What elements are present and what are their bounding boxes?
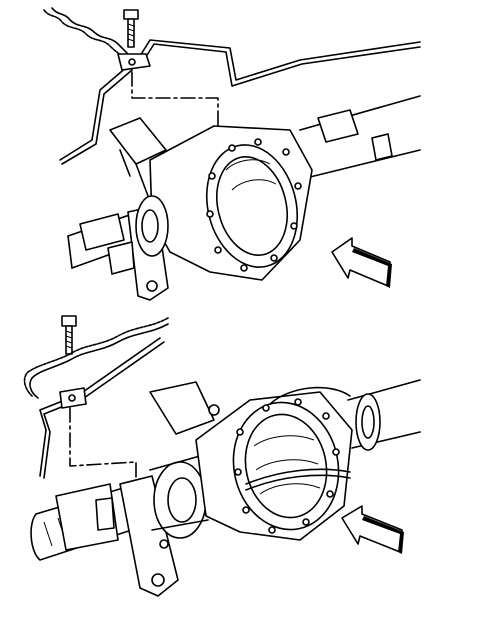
pinion-yoke-lower — [149, 455, 209, 539]
bolt-icon — [61, 315, 77, 355]
harness-clip-upper — [117, 53, 151, 71]
cover-bolts-upper — [206, 138, 302, 272]
leader-line-upper — [131, 71, 219, 147]
differential-housing-lower — [149, 381, 353, 541]
brake-line-upper — [59, 39, 421, 165]
brake-line-lower — [39, 337, 165, 479]
upper-panel — [43, 7, 421, 301]
wiring-harness-upper — [43, 7, 133, 61]
wiring-harness-lower — [23, 317, 169, 399]
cover-bolts-lower — [234, 398, 340, 534]
leader-line-lower — [69, 407, 137, 487]
harness-clip-lower — [59, 387, 87, 409]
axle-tube-right-lower — [347, 379, 421, 451]
axle-tube-right-upper — [299, 95, 421, 179]
direction-arrow-icon — [331, 237, 392, 288]
bolt-icon — [123, 9, 139, 48]
differential-housing-upper — [109, 117, 313, 281]
lower-panel — [23, 315, 421, 597]
spring-bracket-lower — [55, 475, 179, 597]
direction-arrow-icon — [341, 505, 404, 554]
